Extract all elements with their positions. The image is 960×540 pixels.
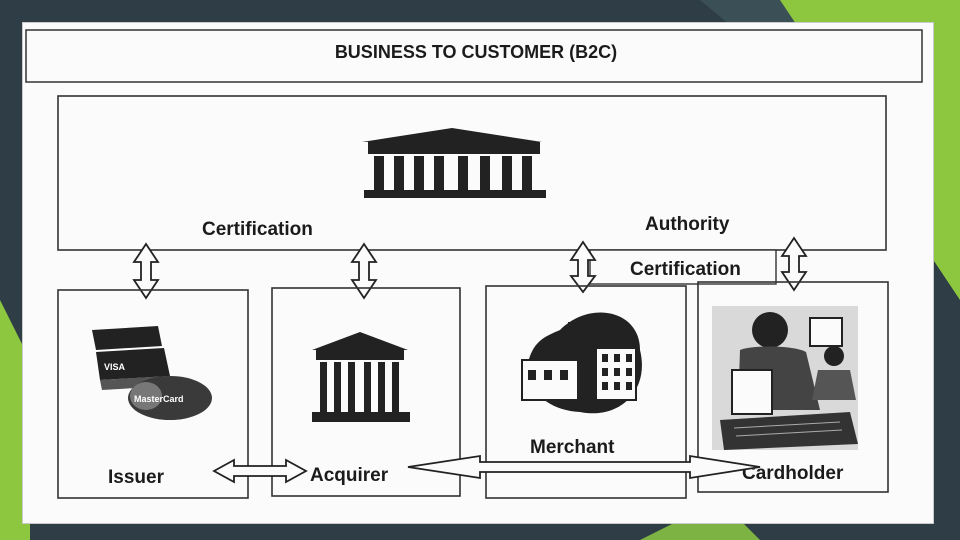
arrow-issuer-acquirer [212, 458, 308, 484]
arrow-ca-cardholder [780, 236, 808, 292]
label-acquirer: Acquirer [310, 465, 389, 486]
issuer-box [57, 289, 249, 499]
merchant-box [485, 285, 687, 499]
arrow-ca-acquirer [350, 242, 378, 300]
title-box [25, 29, 923, 83]
svg-text:MasterCard: MasterCard [134, 394, 184, 404]
arrow-ca-issuer [132, 242, 160, 300]
label-issuer: Issuer [108, 467, 165, 488]
svg-text:VISA: VISA [104, 362, 126, 372]
arrow-ca-merchant [569, 240, 597, 294]
acquirer-box [271, 287, 461, 497]
diagram-title: BUSINESS TO CUSTOMER (B2C) [335, 42, 617, 62]
cardholder-person-at-computer-icon [712, 306, 858, 450]
arrow-acquirer-cardholder [407, 454, 761, 480]
merchant-factory-icon [521, 312, 642, 414]
issuer-credit-cards-icon: VISA MasterCard [92, 326, 212, 420]
ca-label-certification: Certification [202, 219, 313, 240]
ca-label-certification-tab: Certification [630, 259, 741, 280]
label-cardholder: Cardholder [742, 463, 844, 484]
certification-authority-box [57, 95, 887, 251]
ca-bank-building-icon [362, 128, 546, 198]
certification-tab [589, 249, 777, 285]
ca-label-authority: Authority [645, 214, 730, 235]
acquirer-bank-building-icon [312, 332, 410, 422]
label-merchant: Merchant [530, 437, 615, 458]
cardholder-box [697, 281, 889, 493]
